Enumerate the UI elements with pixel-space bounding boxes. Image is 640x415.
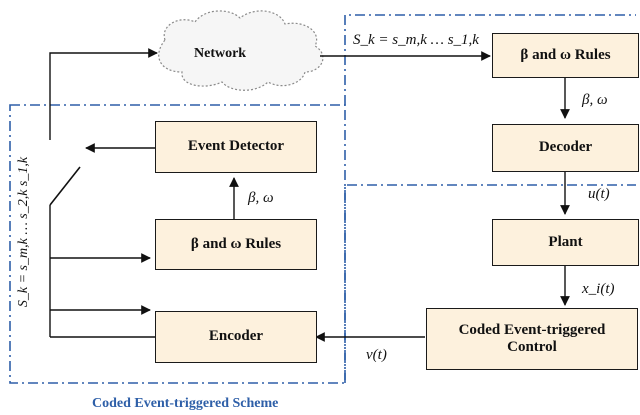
encoder-output-signal-label: S_k = s_m,k … s_2,k s_1,k: [16, 156, 31, 308]
coded-scheme-region-border: [9, 104, 346, 384]
plant-side-region-border: [344, 14, 636, 105]
switch-line: [49, 166, 81, 206]
scheme-caption: Coded Event-triggered Scheme: [92, 396, 279, 411]
rules-to-detector-signal-label: β, ω: [248, 190, 274, 206]
plant-to-control-signal-label: x_i(t): [582, 281, 615, 297]
encoder-block: Encoder: [155, 311, 317, 363]
event-detector-block: Event Detector: [155, 121, 317, 173]
rules-to-decoder-signal-label: β, ω: [582, 92, 608, 108]
plant-block: Plant: [492, 219, 639, 266]
network-cloud: [158, 10, 324, 91]
decoder-block: Decoder: [492, 124, 639, 172]
control-to-encoder-signal-label: v(t): [366, 347, 387, 363]
beta-omega-rules-top-block: β and ω Rules: [492, 33, 639, 78]
coded-event-triggered-control-block: Coded Event-triggered Control: [426, 308, 638, 370]
network-to-rules-signal-label: S_k = s_m,k … s_1,k: [353, 32, 479, 48]
network-label: Network: [194, 46, 247, 61]
decoder-to-plant-signal-label: u(t): [588, 186, 610, 202]
beta-omega-rules-left-block: β and ω Rules: [155, 219, 317, 270]
